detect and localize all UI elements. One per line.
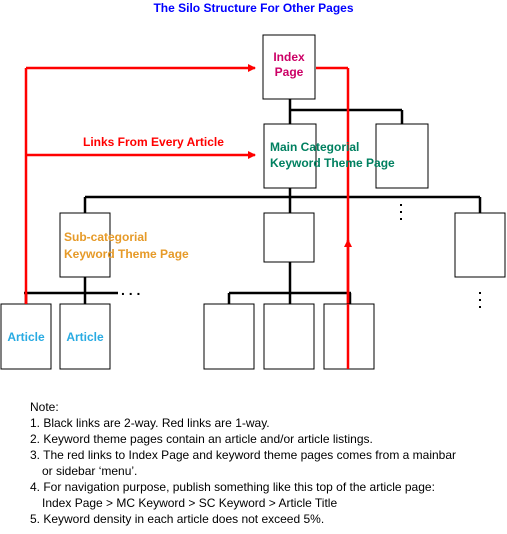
notes-heading: Note: xyxy=(30,400,59,414)
ellipsis-vertical-1 xyxy=(400,204,402,220)
sub-categorial-label-line1: Sub-categorial xyxy=(64,230,147,244)
diagram-title: The Silo Structure For Other Pages xyxy=(153,1,354,15)
mid-page-box xyxy=(263,212,315,263)
main-categorial-page-box xyxy=(263,123,317,189)
note-2: 2. Keyword theme pages contain an articl… xyxy=(30,432,373,446)
main-categorial-label-line2: Keyword Theme Page xyxy=(270,156,395,170)
article-label-1: Article xyxy=(7,330,45,344)
ellipsis-horizontal: . . . xyxy=(121,282,140,298)
links-from-every-article-label: Links From Every Article xyxy=(83,135,224,149)
main-sibling-page-box xyxy=(375,123,429,189)
notes-block: Note: 1. Black links are 2-way. Red link… xyxy=(30,399,456,527)
sub-categorial-page-box xyxy=(59,212,111,278)
article-box-3 xyxy=(203,303,255,370)
index-page-label-line1: Index xyxy=(273,50,305,64)
note-4: 4. For navigation purpose, publish somet… xyxy=(30,480,435,494)
article-box-1 xyxy=(0,303,52,370)
article-label-2: Article xyxy=(66,330,104,344)
silo-diagram: Index Page Links From Every Article Main… xyxy=(0,34,506,370)
note-4-cont: Index Page > MC Keyword > SC Keyword > A… xyxy=(42,496,338,510)
index-page-label-line2: Page xyxy=(275,65,304,79)
note-1: 1. Black links are 2-way. Red links are … xyxy=(30,416,270,430)
ellipsis-vertical-2 xyxy=(479,292,481,308)
article-box-4 xyxy=(263,303,315,370)
main-categorial-label-line1: Main Categorial xyxy=(270,140,359,154)
index-page-box xyxy=(262,34,316,100)
right-page-box xyxy=(454,212,506,278)
sub-categorial-label-line2: Keyword Theme Page xyxy=(64,247,189,261)
note-5: 5. Keyword density in each article does … xyxy=(30,512,325,526)
note-3: 3. The red links to Index Page and keywo… xyxy=(30,448,457,462)
article-box-2 xyxy=(59,303,111,370)
note-3-cont: or sidebar ‘menu’. xyxy=(42,464,138,478)
